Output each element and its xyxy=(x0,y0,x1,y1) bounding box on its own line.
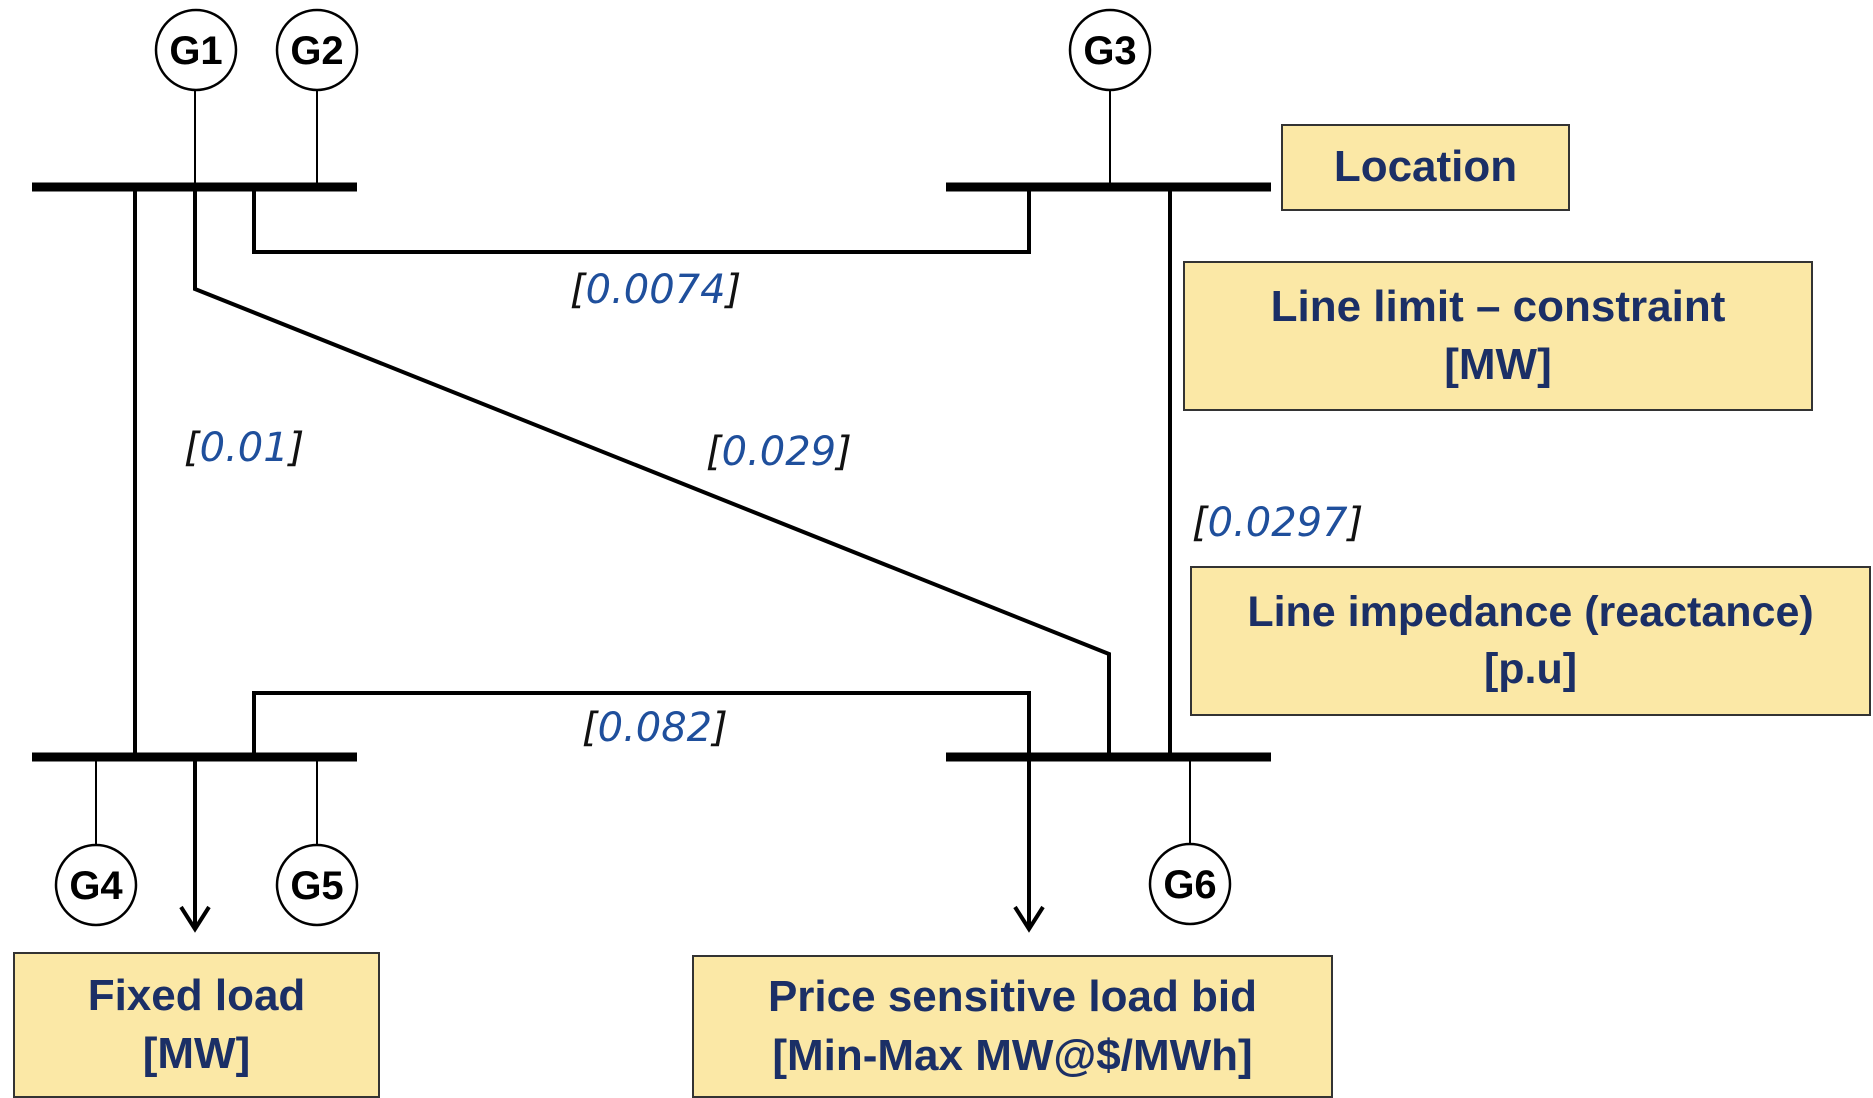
line-limit-label: Line limit – constraint xyxy=(1270,281,1726,331)
line-limit-box: Line limit – constraint [MW] xyxy=(1183,261,1813,411)
line-limit-unit: [MW] xyxy=(1444,340,1552,389)
line-top xyxy=(252,187,1031,254)
generator-g5: G5 xyxy=(275,843,359,927)
impedance-top-value: 0.0074 xyxy=(586,267,726,313)
line-impedance-unit: [p.u] xyxy=(1483,645,1578,693)
price-sensitive-load-label: Price sensitive load bid xyxy=(767,972,1258,1022)
generator-g4: G4 xyxy=(54,843,138,927)
g4-label: G4 xyxy=(69,864,123,908)
generator-g1: G1 xyxy=(154,8,238,92)
price-load-arrow-head xyxy=(1013,905,1045,933)
price-sensitive-load-box: Price sensitive load bid [Min-Max MW@$/M… xyxy=(692,955,1333,1098)
line-diagonal xyxy=(193,187,1111,757)
generator-g3: G3 xyxy=(1068,8,1152,92)
impedance-top: [0.0074] xyxy=(570,267,741,313)
impedance-right: [0.0297] xyxy=(1192,500,1363,546)
impedance-right-value: 0.0297 xyxy=(1208,500,1349,546)
line-bottom xyxy=(252,691,1031,757)
location-box: Location xyxy=(1281,124,1570,211)
g1-label: G1 xyxy=(169,29,222,73)
g2-label: G2 xyxy=(290,29,343,73)
fixed-load-arrow-head xyxy=(179,905,211,933)
impedance-left-value: 0.01 xyxy=(200,425,289,471)
g3-label: G3 xyxy=(1083,29,1136,73)
g6-label: G6 xyxy=(1163,863,1216,907)
fixed-load-label: Fixed load xyxy=(87,970,306,1020)
generator-g2: G2 xyxy=(275,8,359,92)
impedance-diagonal: [0.029] xyxy=(706,429,852,475)
impedance-diagonal-value: 0.029 xyxy=(722,429,837,475)
g5-label: G5 xyxy=(290,864,343,908)
fixed-load-box: Fixed load [MW] xyxy=(13,952,380,1098)
line-impedance-label: Line impedance (reactance) xyxy=(1247,588,1814,637)
fixed-load-unit: [MW] xyxy=(142,1029,251,1078)
location-label: Location xyxy=(1333,142,1518,192)
generator-g6: G6 xyxy=(1148,842,1232,926)
line-impedance-box: Line impedance (reactance) [p.u] xyxy=(1190,566,1871,716)
impedance-bottom: [0.082] xyxy=(582,705,728,751)
price-sensitive-load-unit: [Min-Max MW@$/MWh] xyxy=(772,1030,1253,1080)
impedance-bottom-value: 0.082 xyxy=(598,705,713,751)
impedance-left: [0.01] xyxy=(184,425,304,471)
